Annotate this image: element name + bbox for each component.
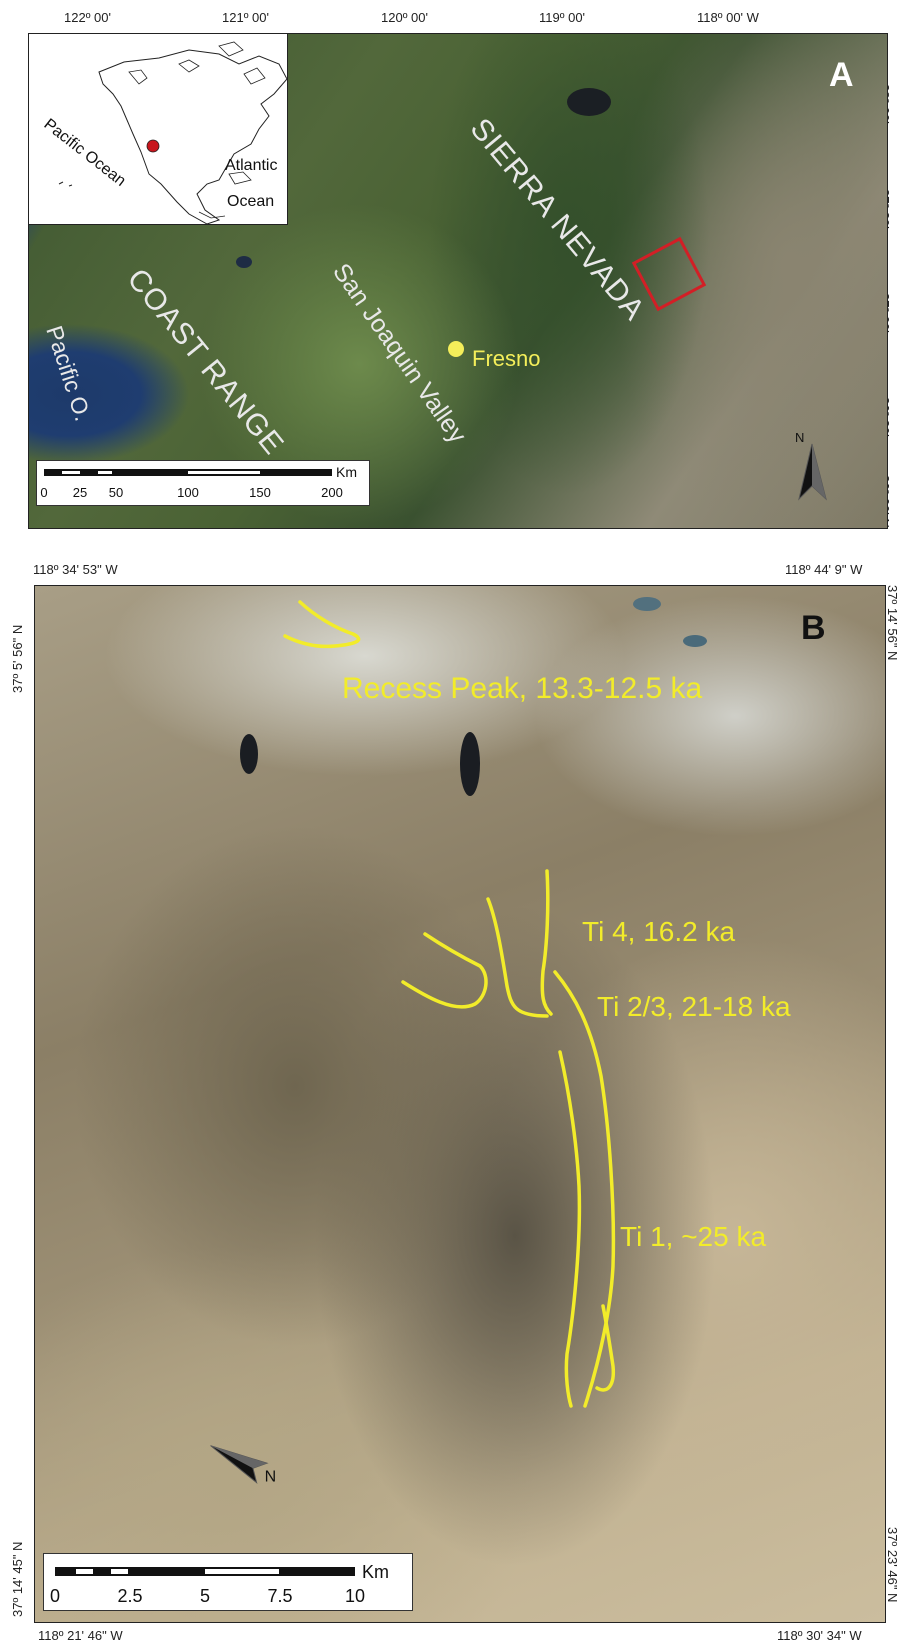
- panel-a-lon-tick: 121º 00': [222, 10, 269, 25]
- scale-tick-label: 0: [50, 1586, 60, 1606]
- ti23-label: Ti 2/3, 21-18 ka: [597, 991, 791, 1022]
- scale-segment: [205, 1569, 279, 1574]
- regional-map-panel: Fresno SIERRA NEVADA COAST RANGE San Joa…: [28, 33, 888, 529]
- moraine-ti4-line-inner: [401, 932, 488, 1009]
- panel-a-lon-tick: 122º 00': [64, 10, 111, 25]
- inset-atlantic-label: Atlantic: [225, 157, 277, 174]
- moraine-ti23-line: [540, 869, 553, 1016]
- panel-a-lon-tick: 118º 00' W: [697, 10, 759, 25]
- lake-shape: [683, 635, 707, 647]
- scale-segment: [188, 471, 260, 474]
- scale-segment: [62, 471, 80, 474]
- scale-tick-label: 7.5: [267, 1586, 292, 1606]
- inset-pacific-label: Pacific Ocean: [41, 116, 129, 190]
- pacific-ocean-label: Pacific O.: [41, 323, 96, 425]
- scale-bar-b: Km 0 2.5 5 7.5 10: [43, 1553, 413, 1611]
- moraine-ti4-line-outer: [486, 897, 549, 1018]
- location-dot: [146, 139, 160, 153]
- north-arrow-icon: N: [210, 1445, 277, 1486]
- panel-letter-b: B: [801, 609, 826, 647]
- panel-a-lon-tick: 120º 00': [381, 10, 428, 25]
- panel-b-top-left-coord: 118º 34' 53" W: [33, 562, 118, 577]
- scale-segment: [76, 1569, 93, 1574]
- scale-unit: Km: [362, 1562, 389, 1582]
- svg-text:N: N: [795, 430, 804, 445]
- scale-tick-label: 200: [321, 485, 343, 500]
- scale-tick-label: 0: [40, 485, 47, 500]
- lake-shape: [460, 732, 480, 796]
- panel-b-left-top-coord: 37º 5' 56" N: [10, 624, 25, 693]
- study-area-overlay: Recess Peak, 13.3-12.5 ka Ti 4, 16.2 ka …: [210, 597, 826, 1486]
- ti4-label: Ti 4, 16.2 ka: [582, 916, 735, 947]
- scale-tick-label: 5: [200, 1586, 210, 1606]
- regional-map-overlay: Fresno SIERRA NEVADA COAST RANGE San Joa…: [41, 56, 854, 501]
- coast-range-label: COAST RANGE: [121, 263, 291, 462]
- fresno-dot: [448, 341, 464, 357]
- lake-shape: [567, 88, 611, 116]
- panel-b-bottom-left-coord: 118º 21' 46" W: [38, 1628, 123, 1643]
- study-area-box: [631, 236, 707, 312]
- panel-letter-a: A: [829, 56, 854, 94]
- scale-segment: [111, 1569, 128, 1574]
- scale-tick-label: 25: [73, 485, 87, 500]
- sierra-nevada-label: SIERRA NEVADA: [464, 112, 652, 327]
- moraine-ti1-line: [558, 1050, 582, 1408]
- scale-tick-label: 100: [177, 485, 199, 500]
- panel-a-lon-tick: 119º 00': [539, 10, 586, 25]
- ti1-label: Ti 1, ~25 ka: [620, 1221, 766, 1252]
- panel-b-bottom-right-coord: 118º 30' 34" W: [777, 1628, 862, 1643]
- lake-shape: [633, 597, 661, 611]
- moraine-ti1-loop: [595, 1304, 616, 1392]
- scale-bar-a: Km 0 25 50 100 150 200: [36, 460, 370, 506]
- recess-peak-label: Recess Peak, 13.3-12.5 ka: [342, 672, 703, 705]
- inset-ocean-label: Ocean: [227, 193, 274, 210]
- north-arrow-icon: N: [795, 430, 827, 501]
- lake-shape: [240, 734, 258, 774]
- scale-segment: [98, 471, 112, 474]
- panel-b-right-top-coord: 37º 14' 56" N: [885, 585, 900, 661]
- scale-tick-label: 50: [109, 485, 123, 500]
- moraine-recess-peak-line: [283, 600, 361, 649]
- lake-shape: [236, 256, 252, 268]
- study-area-map-panel: Recess Peak, 13.3-12.5 ka Ti 4, 16.2 ka …: [34, 585, 886, 1623]
- svg-text:N: N: [265, 1469, 277, 1486]
- panel-b-left-bottom-coord: 37º 14' 45" N: [10, 1541, 25, 1617]
- panel-b-right-bottom-coord: 37º 23' 46" N: [885, 1527, 900, 1603]
- scale-tick-label: 10: [345, 1586, 365, 1606]
- scale-tick-label: 150: [249, 485, 271, 500]
- fresno-label: Fresno: [472, 346, 540, 371]
- panel-b-top-right-coord: 118º 44' 9" W: [785, 562, 863, 577]
- north-america-outline: Pacific Ocean Atlantic Ocean: [41, 41, 288, 225]
- scale-unit: Km: [336, 464, 357, 480]
- moraine-ti23-outer-line: [553, 970, 616, 1408]
- scale-tick-label: 2.5: [117, 1586, 142, 1606]
- inset-north-america: Pacific Ocean Atlantic Ocean: [29, 34, 288, 225]
